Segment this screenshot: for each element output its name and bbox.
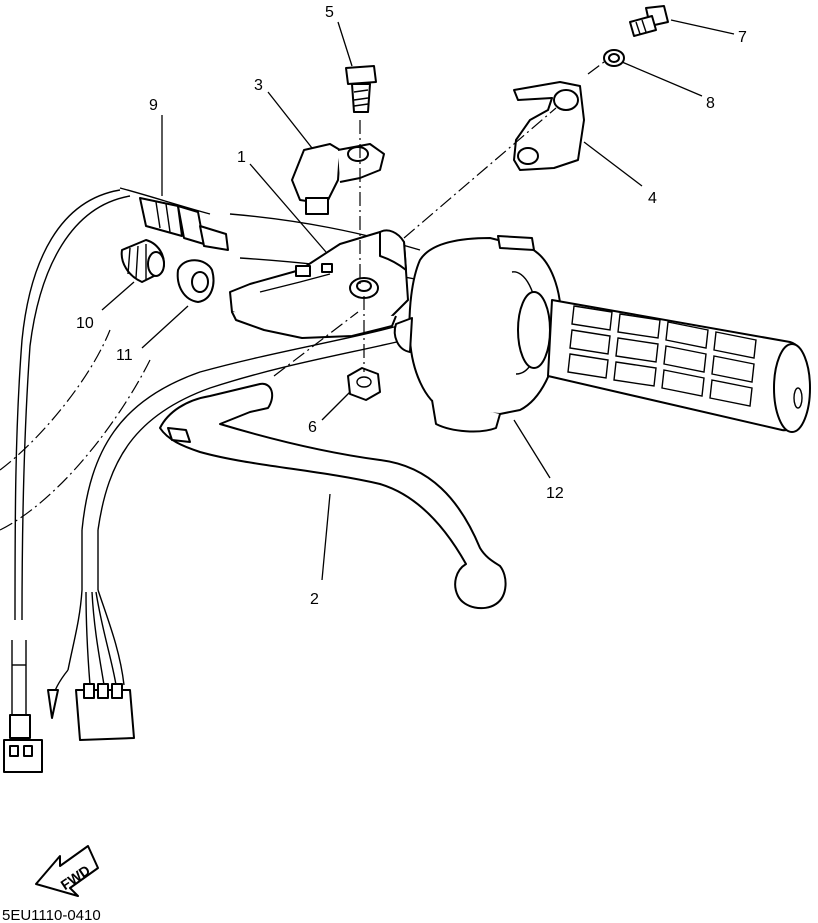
drawing-code: 5EU1110-0410 bbox=[2, 907, 101, 923]
callout-10: 10 bbox=[76, 315, 94, 332]
callout-11: 11 bbox=[116, 347, 133, 364]
part-5-bolt bbox=[345, 65, 377, 113]
callout-5: 5 bbox=[325, 4, 334, 21]
part-7-screw bbox=[629, 5, 669, 37]
part-6-nut bbox=[347, 367, 381, 401]
part-4-cap bbox=[513, 81, 585, 171]
wiring-harness bbox=[0, 189, 431, 773]
leader-lines bbox=[101, 19, 735, 581]
callout-9: 9 bbox=[149, 97, 158, 114]
callout-3: 3 bbox=[254, 77, 263, 94]
callout-12: 12 bbox=[546, 485, 564, 502]
part-9-cable-adjuster bbox=[139, 197, 229, 251]
part-11-nut bbox=[176, 259, 215, 303]
callout-6: 6 bbox=[308, 419, 317, 436]
callout-8: 8 bbox=[706, 95, 715, 112]
callout-1: 1 bbox=[237, 149, 246, 166]
part-3-switch bbox=[291, 143, 385, 215]
callout-7: 7 bbox=[738, 29, 747, 46]
part-1-lever-holder bbox=[229, 229, 409, 339]
callout-4: 4 bbox=[648, 190, 657, 207]
part-8-washer bbox=[603, 49, 625, 67]
part-2-lever bbox=[159, 382, 507, 610]
part-12-switch-grip bbox=[393, 235, 811, 433]
fwd-arrow-icon: FWD bbox=[35, 845, 99, 897]
part-10-locknut bbox=[120, 239, 165, 283]
callouts: 1 2 3 4 5 6 7 8 9 10 11 12 bbox=[76, 4, 747, 608]
callout-2: 2 bbox=[310, 591, 319, 608]
